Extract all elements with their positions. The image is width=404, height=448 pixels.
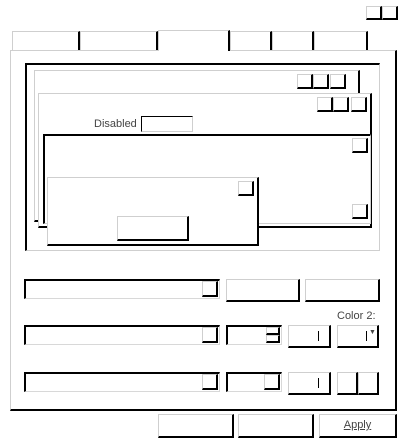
active-minimize-button [317,97,333,112]
bold-button[interactable] [337,372,358,395]
ok-button[interactable] [158,414,234,438]
tab-1[interactable] [12,31,80,50]
item-select[interactable] [24,325,220,345]
cancel-button[interactable] [238,414,314,438]
message-box-ok-button [117,216,189,241]
color1-button[interactable] [288,325,331,348]
message-box-close-button [238,181,254,196]
inactive-maximize-button [313,74,329,89]
tab-4[interactable] [230,31,272,50]
font-dropdown-button[interactable] [202,374,218,390]
scheme-dropdown-button[interactable] [202,281,218,297]
tab-5[interactable] [272,31,314,50]
font-select[interactable] [24,372,220,392]
size-spin-down-button[interactable] [266,335,280,343]
window-minimize-button[interactable] [366,6,382,20]
item-dropdown-button[interactable] [202,327,218,343]
inactive-close-button [330,74,346,89]
font-color-divider [318,378,319,388]
active-maximize-button [333,97,349,112]
active-close-button [351,97,367,112]
window-close-button[interactable] [382,6,398,20]
size-spin-up-button[interactable] [266,327,280,335]
color1-divider [318,331,319,341]
italic-button[interactable] [358,372,379,395]
font-size-dropdown-button[interactable] [264,374,280,390]
disabled-label: Disabled [94,118,137,130]
font-color-button[interactable] [288,372,331,395]
tab-6[interactable] [314,31,368,50]
disabled-field [141,116,193,132]
color2-button[interactable]: ▼ [337,325,379,348]
apply-button[interactable]: Apply [319,414,397,438]
color2-chevron-down-icon: ▼ [369,329,376,336]
save-as-button[interactable] [226,279,300,302]
inactive-minimize-button [297,74,313,89]
color2-label: Color 2: [337,310,376,322]
color2-divider [366,331,367,341]
delete-button[interactable] [305,279,380,302]
tab-2[interactable] [80,31,158,50]
scrollbar-down-button [352,204,368,219]
tab-3-active[interactable] [158,30,230,51]
scrollbar-up-button [352,138,368,153]
scheme-select[interactable] [24,279,220,299]
apply-label: Apply [343,419,372,431]
